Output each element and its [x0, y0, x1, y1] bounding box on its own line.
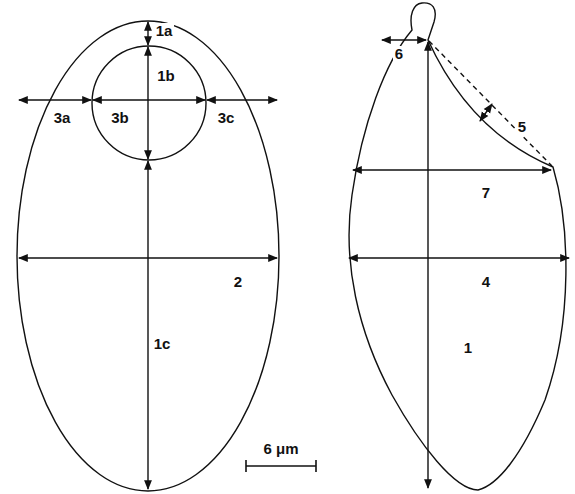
nucleus-outline: [92, 46, 206, 160]
dimension-line: [382, 39, 426, 40]
dimension-label: 4: [480, 274, 492, 290]
dimension-label: 1a: [154, 23, 175, 39]
dimension-label: 1b: [155, 68, 177, 84]
chord-line: [429, 41, 552, 166]
dimension-line: [349, 257, 569, 258]
dimension-line: [427, 42, 428, 488]
dimension-label: 3b: [109, 110, 131, 126]
dimension-label: 3c: [216, 110, 237, 126]
scale-label: 6 μm: [261, 441, 300, 457]
cell-outline: [349, 3, 566, 490]
dimension-line: [93, 99, 205, 100]
dimension-line: [207, 99, 277, 100]
cell-outline: [17, 21, 279, 491]
dimension-line: [19, 257, 277, 258]
scale-bar: [315, 460, 317, 472]
dimension-line: [147, 161, 148, 489]
dimension-line: [480, 104, 492, 121]
scale-bar: [245, 460, 247, 472]
dimension-label: 2: [232, 274, 244, 290]
dimension-label: 7: [480, 185, 492, 201]
dimension-line: [147, 47, 148, 159]
dimension-label: 5: [516, 119, 528, 135]
dimension-label: 1c: [152, 336, 173, 352]
scale-bar: [246, 465, 316, 467]
dimension-line: [353, 169, 551, 170]
dimension-label: 1: [462, 340, 474, 356]
dimension-line: [19, 99, 91, 100]
dimension-line: [147, 22, 148, 45]
dimension-label: 3a: [52, 110, 73, 126]
dimension-label: 6: [393, 46, 405, 62]
